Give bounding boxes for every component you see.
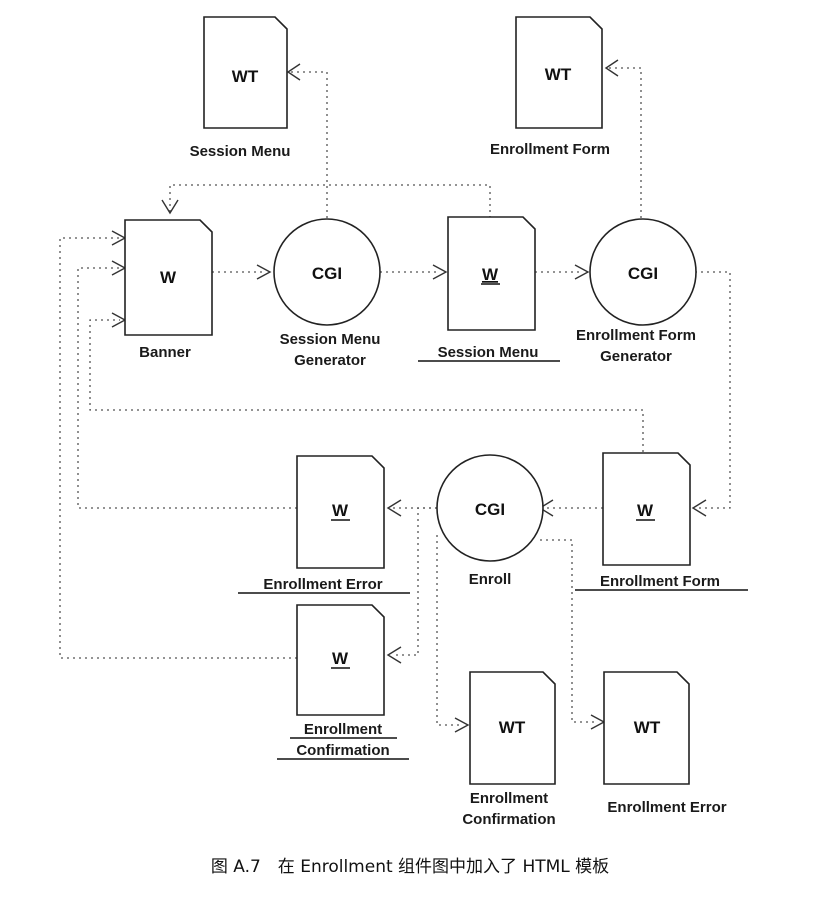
connector-efgen-to-wt-enrollment-form bbox=[608, 67, 642, 218]
arrow-head bbox=[574, 264, 590, 280]
node-label-line2: Generator bbox=[294, 352, 366, 369]
node-wt-enrollment-error: WT Enrollment Error bbox=[603, 671, 727, 816]
node-glyph: CGI bbox=[312, 264, 342, 283]
connectors bbox=[59, 59, 731, 733]
node-label-line2: Confirmation bbox=[462, 811, 555, 828]
arrow-head bbox=[454, 717, 470, 733]
node-label: Enrollment Form bbox=[490, 141, 610, 158]
node-label-line2: Generator bbox=[600, 348, 672, 365]
node-glyph: W bbox=[332, 501, 349, 520]
arrow-head bbox=[432, 264, 448, 280]
arrow-head bbox=[286, 63, 301, 81]
connector-smgen-to-wt-session-menu bbox=[290, 71, 328, 218]
arrow-head bbox=[386, 499, 402, 517]
node-wt-session-menu: WT Session Menu bbox=[190, 16, 291, 160]
node-w-enrollment-error: W Enrollment Error bbox=[238, 455, 410, 594]
connector-session-menu-to-banner bbox=[169, 184, 491, 218]
node-label: Session Menu bbox=[190, 143, 291, 160]
node-glyph: WT bbox=[499, 718, 526, 737]
node-glyph: WT bbox=[634, 718, 661, 737]
connector-enrollment-error-to-banner bbox=[77, 267, 297, 509]
page-shape bbox=[603, 671, 690, 785]
figure-caption: 图 A.7 在 Enrollment 组件图中加入了 HTML 模板 bbox=[211, 857, 609, 877]
arrow-head bbox=[161, 199, 179, 215]
node-glyph: CGI bbox=[475, 500, 505, 519]
node-label-line1: Enrollment bbox=[470, 790, 548, 807]
connector-enroll-to-wt-confirmation bbox=[436, 535, 462, 726]
process-circle bbox=[273, 218, 381, 326]
node-glyph: WT bbox=[232, 67, 259, 86]
page-shape bbox=[602, 452, 691, 566]
node-cgi-enrollment-form-generator: CGI Enrollment Form Generator bbox=[576, 218, 697, 365]
node-label-line1: Session Menu bbox=[280, 331, 381, 348]
node-label-line1: Enrollment Form bbox=[576, 327, 696, 344]
page-shape bbox=[296, 604, 385, 716]
node-wt-enrollment-form: WT Enrollment Form bbox=[490, 16, 610, 158]
arrow-head bbox=[691, 499, 707, 517]
node-label: Session Menu bbox=[438, 344, 539, 361]
page-shape bbox=[447, 216, 536, 331]
node-w-enrollment-confirmation: W Enrollment Confirmation bbox=[277, 604, 409, 760]
node-label-line1: Enrollment bbox=[304, 721, 382, 738]
connector-enrollment-form-to-banner bbox=[89, 319, 644, 452]
node-glyph: W bbox=[637, 501, 654, 520]
node-glyph: W bbox=[482, 265, 499, 284]
node-wt-enrollment-confirmation: WT Enrollment Confirmation bbox=[462, 671, 556, 828]
node-glyph: W bbox=[332, 649, 349, 668]
node-label: Enrollment Form bbox=[600, 573, 720, 590]
process-circle bbox=[436, 454, 544, 562]
node-glyph: CGI bbox=[628, 264, 658, 283]
node-glyph: WT bbox=[545, 65, 572, 84]
arrow-head bbox=[256, 264, 272, 280]
node-label: Enroll bbox=[469, 571, 512, 588]
node-w-enrollment-form: W Enrollment Form bbox=[575, 452, 748, 591]
node-cgi-enroll: CGI Enroll bbox=[436, 454, 544, 588]
node-label: Enrollment Error bbox=[263, 576, 382, 593]
node-label-line2: Confirmation bbox=[296, 742, 389, 759]
page-shape bbox=[296, 455, 385, 569]
node-label: Banner bbox=[139, 344, 191, 361]
arrow-head bbox=[604, 59, 619, 77]
page-shape bbox=[124, 219, 213, 336]
node-cgi-session-menu-generator: CGI Session Menu Generator bbox=[273, 218, 381, 369]
process-circle bbox=[589, 218, 697, 326]
page-shape bbox=[469, 671, 556, 785]
arrow-head bbox=[386, 646, 402, 664]
node-w-session-menu: W Session Menu bbox=[418, 216, 560, 362]
page-shape bbox=[203, 16, 288, 129]
page-shape bbox=[515, 16, 603, 129]
node-glyph: W bbox=[160, 268, 177, 287]
connector-enroll-to-enrollment-confirmation bbox=[392, 507, 437, 656]
node-banner: W Banner bbox=[124, 219, 213, 361]
node-label: Enrollment Error bbox=[607, 799, 726, 816]
connector-efgen-to-enrollment-form bbox=[695, 271, 731, 509]
